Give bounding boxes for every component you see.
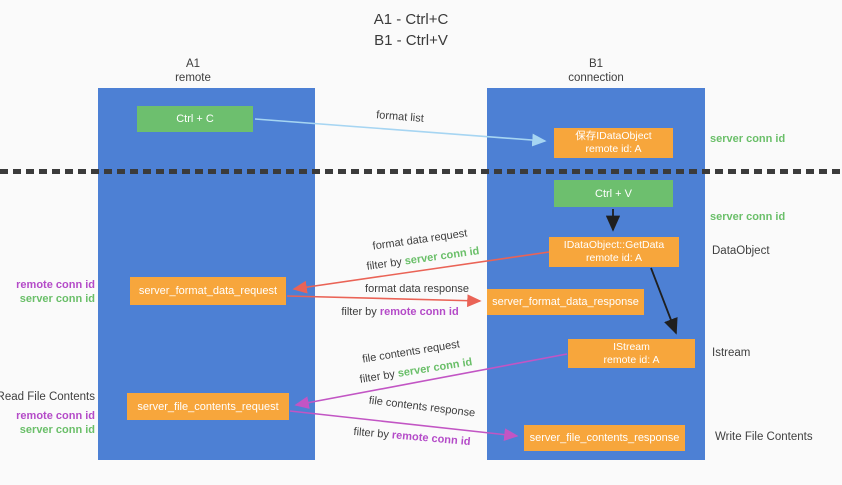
istream-side-label: Istream: [712, 347, 751, 359]
getdata-line2: remote id: A: [585, 252, 643, 264]
server-file-contents-request-node: server_file_contents_request: [127, 393, 289, 420]
server-format-data-request-label: server_format_data_request: [138, 285, 278, 297]
ctrl-v-node: Ctrl + V: [554, 180, 673, 207]
format-data-response-label: format data response: [365, 283, 469, 295]
file-contents-request-arrow: [294, 353, 568, 409]
remote-conn-id-text: remote conn id: [379, 306, 459, 318]
getdata-line1: IDataObject::GetData: [563, 239, 665, 251]
server-format-data-response-node: server_format_data_response: [487, 289, 644, 315]
format-list-arrow: [254, 118, 547, 147]
write-file-contents-label: Write File Contents: [715, 431, 813, 443]
server-file-contents-response-node: server_file_contents_response: [524, 425, 685, 451]
format-data-request-arrow: [292, 251, 550, 294]
remote-conn-id-left-label-2: remote conn id: [16, 410, 95, 422]
lane-b-role: connection: [568, 72, 624, 84]
read-file-contents-label: Read File Contents: [0, 391, 95, 403]
server-conn-id-left-label-2: server conn id: [19, 424, 95, 436]
diagram-title: A1 - Ctrl+C B1 - Ctrl+V: [0, 9, 822, 51]
ctrl-v-label: Ctrl + V: [595, 187, 632, 200]
server-format-data-response-label: server_format_data_response: [492, 296, 639, 308]
lane-b-name: B1: [588, 58, 604, 70]
lane-b-header: B1 connection: [521, 57, 671, 85]
istream-node: IStream remote id: A: [568, 339, 695, 368]
remote-conn-id-left-label-1: remote conn id: [16, 279, 95, 291]
title-line-1: A1 - Ctrl+C: [373, 11, 449, 28]
session-divider-dotted-line: [0, 169, 842, 174]
dataobject-side-label: DataObject: [712, 245, 770, 257]
istream-line2: remote id: A: [603, 353, 660, 366]
filter-by-text: filter by: [341, 306, 380, 318]
ctrl-c-node: Ctrl + C: [137, 106, 253, 132]
lane-a-header: A1 remote: [118, 57, 268, 85]
getdata-to-istream-arrow: [650, 267, 678, 335]
save-idataobject-line2: remote id: A: [585, 143, 642, 155]
ctrl-c-label: Ctrl + C: [176, 113, 214, 125]
server-file-contents-response-label: server_file_contents_response: [529, 432, 680, 444]
server-conn-id-side-label-mid: server conn id: [710, 211, 786, 223]
save-idataobject-node: 保存IDataObject remote id: A: [554, 128, 673, 158]
server-file-contents-request-label: server_file_contents_request: [137, 400, 279, 413]
title-line-2: B1 - Ctrl+V: [374, 32, 448, 49]
server-conn-id-side-label-top: server conn id: [710, 133, 786, 145]
istream-line1: IStream: [613, 340, 650, 353]
save-idataobject-line1: 保存IDataObject: [575, 130, 652, 142]
lane-a-role: remote: [175, 72, 211, 84]
format-data-response-arrow: [286, 294, 482, 308]
file-contents-response-arrow: [289, 410, 519, 441]
getdata-node: IDataObject::GetData remote id: A: [549, 237, 679, 267]
server-format-data-request-node: server_format_data_request: [130, 277, 286, 305]
server-conn-id-left-label-1: server conn id: [19, 293, 95, 305]
filter-by-remote-conn-id-label-1: filter by remote conn id: [341, 306, 458, 318]
lane-a-name: A1: [185, 58, 201, 70]
